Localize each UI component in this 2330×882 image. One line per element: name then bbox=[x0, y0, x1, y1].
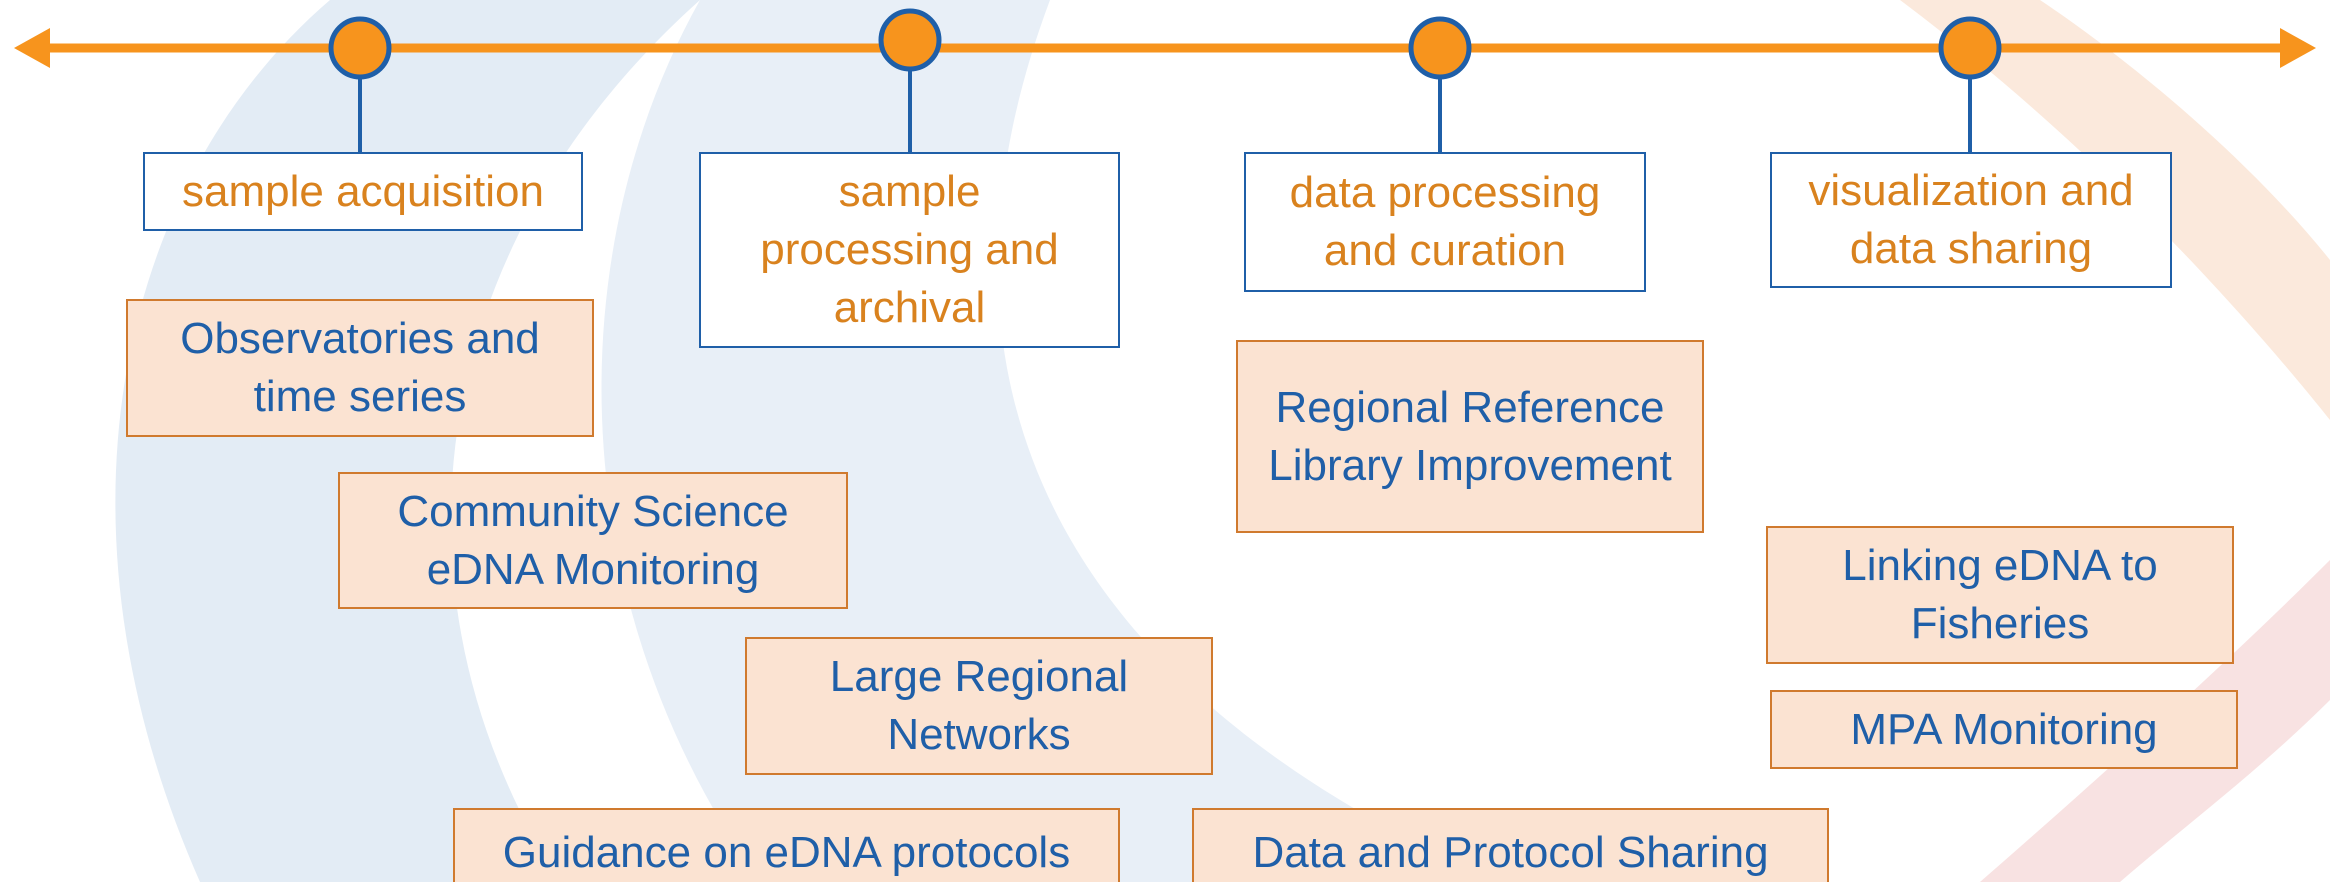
stage-label: sample processing and archival bbox=[760, 167, 1059, 332]
project-community-science: Community Science eDNA Monitoring bbox=[338, 472, 848, 609]
timeline-node-1 bbox=[328, 16, 392, 80]
stage-visualization: visualization and data sharing bbox=[1770, 152, 2172, 288]
project-observatories: Observatories and time series bbox=[126, 299, 594, 437]
project-label: Community Science eDNA Monitoring bbox=[397, 486, 789, 594]
project-label: Guidance on eDNA protocols bbox=[502, 828, 1071, 877]
timeline-node-3 bbox=[1408, 16, 1472, 80]
stage-label: data processing and curation bbox=[1289, 168, 1601, 275]
timeline-arrow-left bbox=[14, 28, 50, 68]
project-label: Observatories and time series bbox=[180, 314, 540, 421]
project-label: MPA Monitoring bbox=[1850, 704, 2158, 754]
project-label: Large Regional Networks bbox=[829, 652, 1129, 759]
project-linking-fisheries: Linking eDNA to Fisheries bbox=[1766, 526, 2234, 664]
project-data-protocol-sharing: Data and Protocol Sharing bbox=[1192, 808, 1829, 882]
project-reference-library: Regional Reference Library Improvement bbox=[1236, 340, 1704, 533]
pink-swoosh-right bbox=[1980, 560, 2330, 882]
stage-data-processing: data processing and curation bbox=[1244, 152, 1646, 292]
stage-sample-acquisition: sample acquisition bbox=[143, 152, 583, 231]
timeline-node-4 bbox=[1938, 16, 2002, 80]
stage-sample-processing: sample processing and archival bbox=[699, 152, 1120, 348]
timeline-node-2 bbox=[878, 8, 942, 72]
orange-swoosh-right bbox=[1900, 0, 2330, 420]
timeline-arrow-right bbox=[2280, 28, 2316, 68]
project-label: Regional Reference Library Improvement bbox=[1268, 382, 1672, 490]
stage-label: sample acquisition bbox=[182, 166, 544, 216]
project-label: Linking eDNA to Fisheries bbox=[1842, 541, 2158, 648]
project-large-regional-networks: Large Regional Networks bbox=[745, 637, 1213, 775]
timeline bbox=[14, 8, 2316, 152]
stage-label: visualization and data sharing bbox=[1808, 166, 2134, 273]
project-mpa-monitoring: MPA Monitoring bbox=[1770, 690, 2238, 769]
project-guidance-protocols: Guidance on eDNA protocols bbox=[453, 808, 1120, 882]
project-label: Data and Protocol Sharing bbox=[1252, 828, 1769, 877]
